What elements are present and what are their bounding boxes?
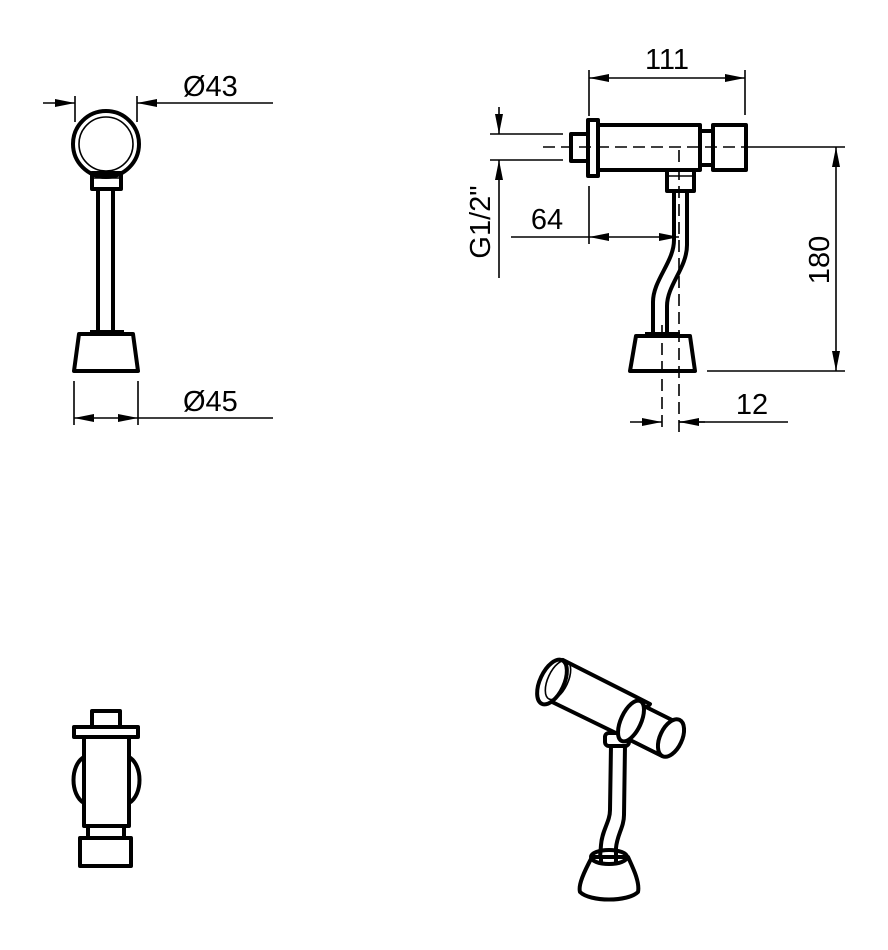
body-length-label: 111 — [645, 44, 689, 76]
head-diameter-label: Ø43 — [183, 71, 238, 103]
pipe-base — [72, 330, 140, 373]
base-offset-dimension: 12 — [630, 389, 788, 426]
side-view: 111 G1/2" — [465, 44, 845, 432]
side-pipe-base — [628, 332, 697, 373]
inlet-offset-label: 64 — [531, 204, 563, 236]
top-view — [71, 709, 142, 868]
base-diameter-label: Ø45 — [183, 386, 238, 418]
iso-pipe — [598, 744, 627, 859]
flush-valve-head — [71, 109, 141, 191]
front-view: Ø43 Ø45 — [43, 71, 273, 425]
bent-flush-pipe — [651, 150, 689, 432]
height-dimension: 180 — [707, 147, 845, 372]
base-offset-label: 12 — [736, 389, 768, 421]
flush-pipe — [96, 189, 115, 333]
iso-valve-body — [535, 657, 687, 759]
thread-dimension: G1/2" — [465, 107, 563, 278]
isometric-view — [535, 657, 687, 902]
valve-body — [543, 118, 845, 193]
thread-label: G1/2" — [465, 185, 497, 258]
head-diameter-dimension: Ø43 — [43, 71, 273, 122]
inlet-offset-dimension: 64 — [511, 186, 679, 244]
height-label: 180 — [804, 236, 836, 284]
iso-base — [577, 848, 641, 902]
base-diameter-dimension: Ø45 — [73, 381, 273, 425]
body-length-dimension: 111 — [588, 44, 746, 116]
